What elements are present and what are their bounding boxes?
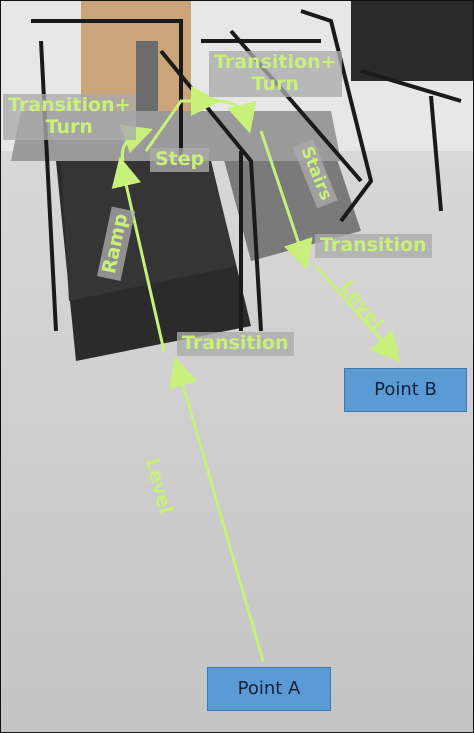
- label-step: Step: [150, 148, 210, 172]
- label-transition-turn-left-line1: Transition+: [8, 94, 131, 116]
- route-path: [111, 86, 401, 662]
- window-panel: [351, 1, 473, 81]
- label-transition-right: Transition: [315, 234, 432, 258]
- label-transition-turn-top-line1: Transition+: [214, 51, 337, 73]
- label-transition-middle: Transition: [177, 332, 294, 356]
- person-legs: [136, 41, 158, 111]
- label-transition-turn-left: Transition+ Turn: [3, 94, 136, 140]
- label-transition-turn-top: Transition+ Turn: [209, 51, 342, 97]
- label-transition-turn-left-line2: Turn: [45, 115, 93, 138]
- label-transition-turn-top-line2: Turn: [251, 72, 299, 95]
- point-a-marker: Point A: [207, 667, 331, 711]
- point-b-marker: Point B: [344, 368, 467, 412]
